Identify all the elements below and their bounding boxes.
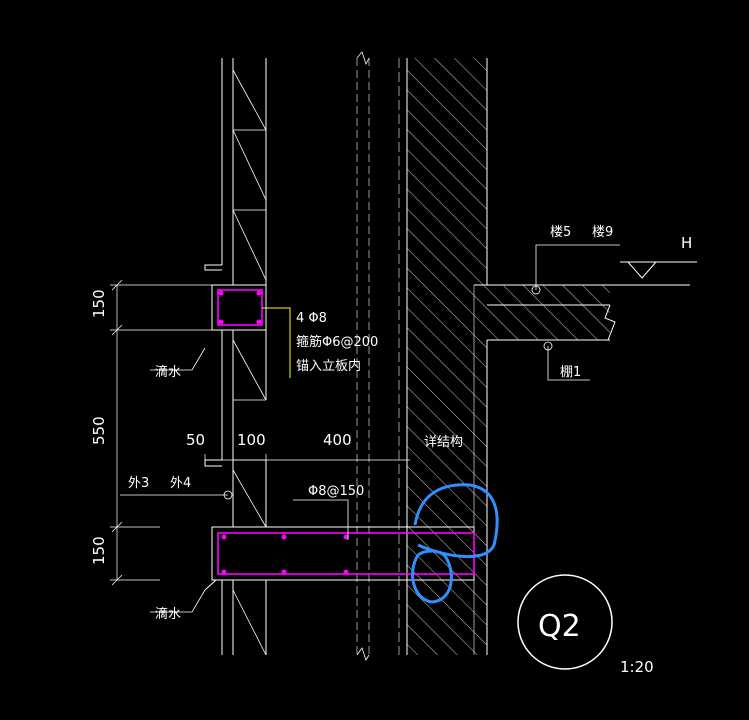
- dim-100: 100: [237, 431, 266, 449]
- level-mark-h: H: [681, 234, 692, 252]
- floor-slab: [473, 284, 690, 655]
- exterior-wall: [204, 51, 370, 661]
- dim-400: 400: [323, 431, 352, 449]
- dimension-lines: [110, 279, 410, 586]
- label-exterior-1: 外3: [128, 476, 149, 491]
- label-rebar-main: 4 Φ8: [296, 311, 327, 326]
- label-stirrup: 箍筋Φ6@200: [296, 334, 378, 350]
- scale-label: 1:20: [620, 658, 654, 676]
- bottom-sill: [204, 526, 475, 591]
- label-ceiling: 棚1: [560, 365, 581, 380]
- detail-circle: [517, 574, 613, 670]
- label-floor-1: 楼5: [550, 225, 571, 240]
- label-floor-2: 楼9: [592, 225, 613, 240]
- view-label: Q2: [538, 609, 581, 644]
- label-anchor: 锚入立板内: [296, 358, 361, 374]
- leaders: [120, 244, 697, 613]
- dim-50: 50: [186, 431, 205, 449]
- dim-150-top: 150: [90, 289, 108, 318]
- label-structure-ref: 详结构: [424, 435, 463, 450]
- label-drip-bottom: 滴水: [155, 606, 181, 622]
- dim-150-bottom: 150: [90, 536, 108, 565]
- dim-550: 550: [90, 416, 108, 445]
- blue-markup: [411, 483, 499, 604]
- label-exterior-2: 外4: [170, 476, 191, 491]
- label-bar-spacing: Φ8@150: [308, 484, 364, 499]
- label-drip-top: 滴水: [155, 364, 181, 380]
